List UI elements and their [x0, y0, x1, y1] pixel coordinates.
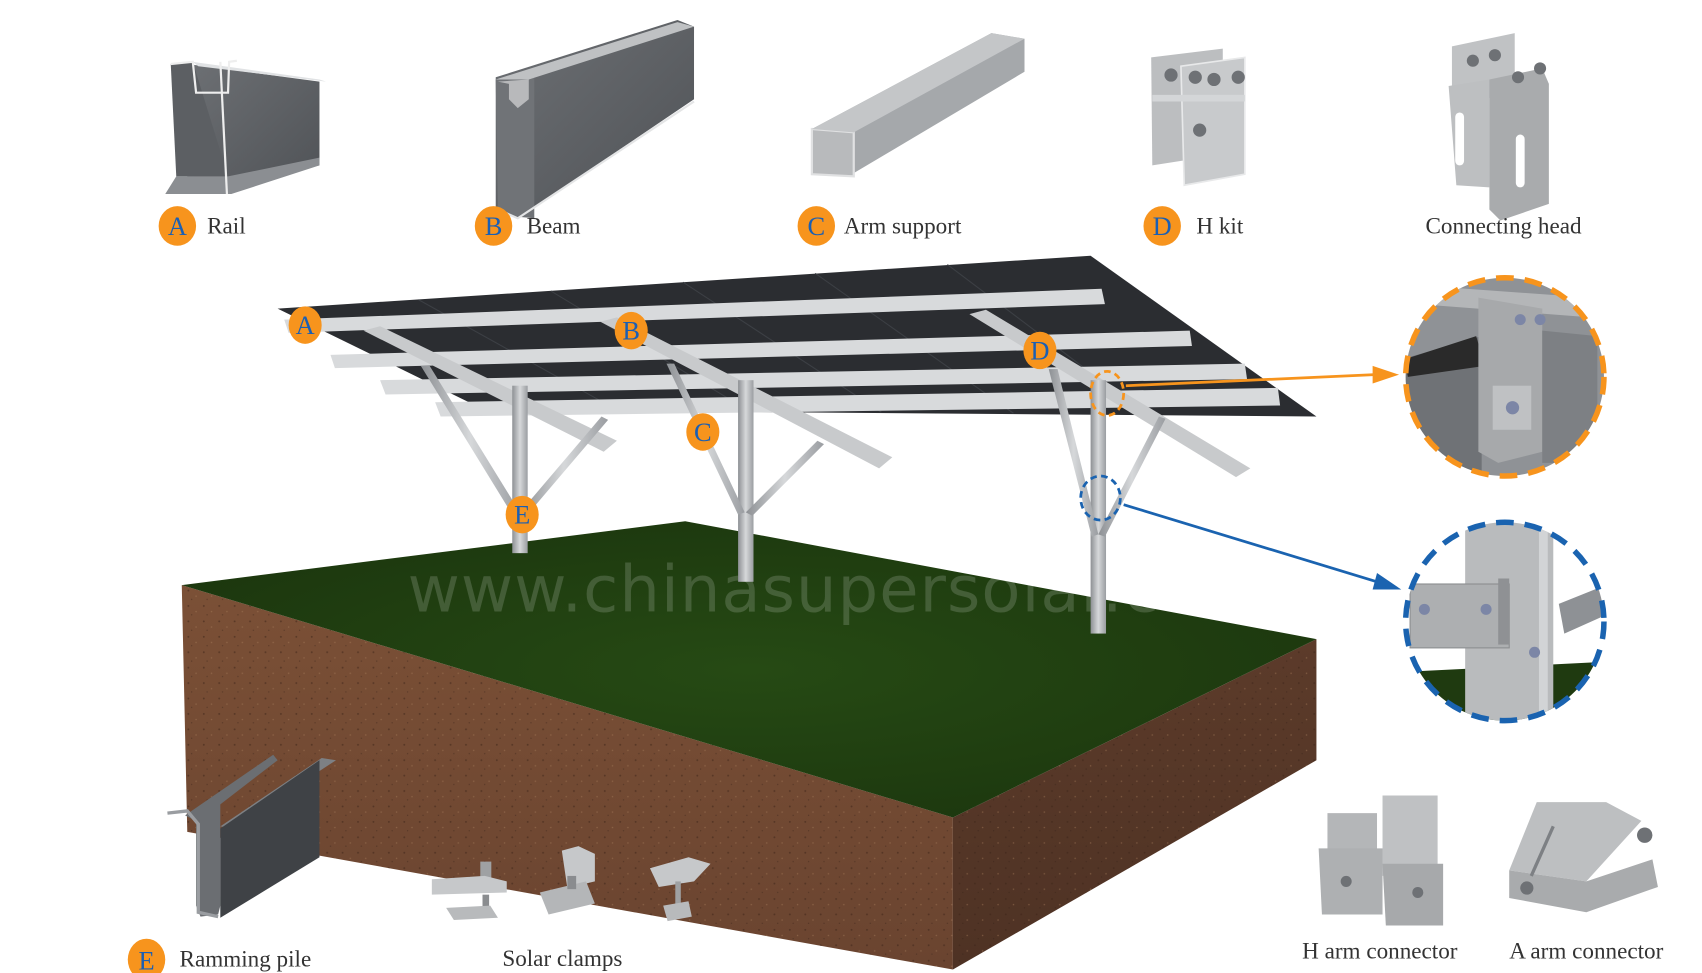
caption-beam-label: Beam [527, 214, 581, 240]
caption-arm-support: C Arm support [797, 206, 962, 246]
badge-c [797, 206, 836, 246]
beam-1 [363, 326, 617, 452]
badge-d [1143, 206, 1181, 246]
badge-e [127, 938, 166, 973]
grass-top [181, 521, 1317, 818]
orange-arrowhead-icon [1372, 365, 1400, 384]
end-clamp [539, 846, 595, 915]
arm-3b [1098, 416, 1166, 537]
a-arm-connector-illustration [1509, 802, 1658, 913]
marker-c: C [686, 413, 720, 451]
arm-support-illustration [810, 33, 1025, 178]
arm-1a [420, 365, 520, 515]
badge-a-letter: A [168, 211, 187, 241]
beam-illustration [495, 19, 695, 220]
badge-b [474, 206, 513, 246]
rail-3 [380, 363, 1248, 395]
h-kit-illustration [1151, 48, 1246, 187]
blue-detail-frame [1402, 519, 1607, 724]
structure-markers: A B C D E [288, 306, 1057, 534]
badge-d-letter: D [1153, 211, 1172, 241]
callout-connecting-head [1089, 274, 1607, 479]
rail-4 [435, 387, 1281, 417]
marker-c-letter: C [694, 417, 712, 447]
post-3 [1090, 380, 1107, 634]
marker-d-letter: D [1030, 335, 1049, 365]
caption-solar-clamps-label: Solar clamps [502, 946, 622, 972]
connecting-head-illustration [1448, 33, 1549, 221]
blue-arrowhead-icon [1372, 572, 1402, 590]
callout-h-arm-connector [1079, 474, 1607, 724]
marker-a: A [288, 306, 322, 344]
t-clamp [649, 857, 711, 922]
ramming-pile-illustration [167, 754, 336, 919]
arm-3a [1048, 369, 1099, 537]
top-captions: A Rail B Beam C Arm support D H kit Conn… [158, 206, 1582, 246]
caption-h-arm-connector-label: H arm connector [1302, 939, 1458, 965]
rail-illustration [165, 59, 327, 195]
marker-b: B [614, 311, 648, 350]
watermark-text: www.chinasupersolar.com [408, 554, 1264, 628]
arm-1b [519, 416, 609, 516]
caption-arm-support-label: Arm support [844, 214, 962, 240]
caption-beam: B Beam [474, 206, 581, 246]
marker-e-letter: E [514, 499, 530, 529]
rail-2 [330, 330, 1192, 369]
caption-ramming-pile: E Ramming pile [127, 938, 312, 973]
marker-a-letter: A [296, 310, 315, 340]
caption-h-kit-label: H kit [1196, 214, 1243, 240]
badge-b-letter: B [485, 211, 503, 241]
caption-rail: A Rail [158, 206, 246, 246]
caption-connecting-head-label: Connecting head [1425, 214, 1581, 240]
ground-block [181, 521, 1317, 970]
post-2 [738, 380, 754, 582]
caption-ramming-pile-label: Ramming pile [180, 946, 312, 972]
badge-a [158, 206, 197, 246]
solar-clamps-illustration [431, 846, 711, 922]
bottom-captions: E Ramming pile Solar clamps H arm connec… [127, 938, 1664, 973]
caption-a-arm-connector-label: A arm connector [1509, 939, 1663, 965]
rail-1 [284, 288, 1105, 333]
marker-d: D [1023, 331, 1057, 370]
arm-2b [745, 440, 825, 516]
h-arm-connector-illustration [1318, 795, 1444, 926]
caption-rail-label: Rail [207, 214, 246, 240]
mid-clamp [431, 861, 507, 920]
orange-detail-frame [1402, 274, 1607, 479]
badge-c-letter: C [807, 211, 825, 241]
caption-h-kit: D H kit [1143, 206, 1244, 246]
badge-e-letter: E [138, 946, 154, 973]
marker-e: E [505, 495, 539, 534]
solar-panel-array [277, 255, 1317, 478]
marker-b-letter: B [622, 315, 640, 345]
